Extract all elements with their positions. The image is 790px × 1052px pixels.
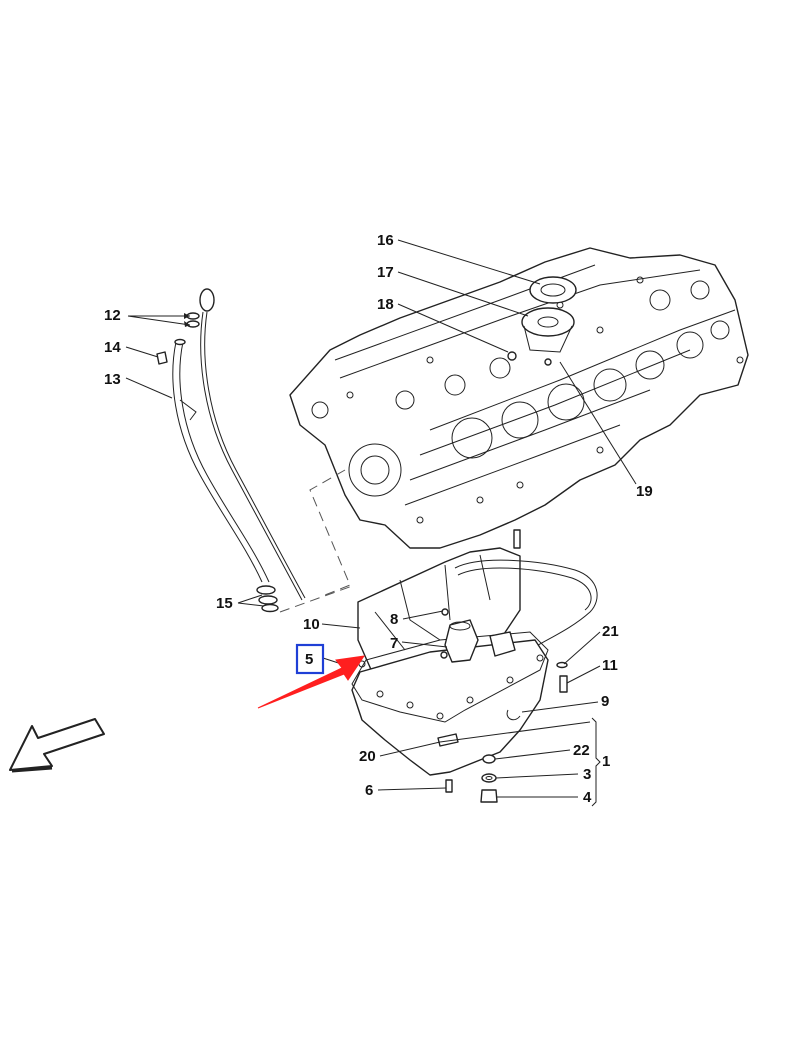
callout-8: 8 — [390, 611, 398, 628]
oil-pump-pickup — [444, 619, 479, 663]
drain-plug — [480, 789, 498, 803]
oil-filler-neck — [521, 307, 575, 337]
callout-13: 13 — [104, 371, 121, 388]
callout-17: 17 — [377, 264, 394, 281]
leader-lines — [125, 239, 637, 807]
callout-9: 9 — [601, 693, 609, 710]
front-direction-arrow-icon — [9, 718, 105, 771]
dipstick-handle — [199, 288, 215, 312]
red-pointer-arrow-icon — [257, 655, 366, 709]
tube-o-ring — [256, 585, 276, 595]
callout-15: 15 — [216, 595, 233, 612]
callout-18: 18 — [377, 296, 394, 313]
callout-4: 4 — [583, 789, 592, 806]
callout-10: 10 — [303, 616, 320, 633]
filler-o-ring — [507, 351, 517, 361]
callout-12: 12 — [104, 307, 121, 324]
drain-plug-insert — [482, 754, 496, 764]
callout-22: 22 — [573, 742, 590, 759]
callout-19: 19 — [636, 483, 653, 500]
callout-6: 6 — [365, 782, 373, 799]
highlight-box — [295, 643, 325, 675]
callout-7: 7 — [390, 635, 398, 652]
oil-filler-cap — [529, 276, 577, 304]
callout-16: 16 — [377, 232, 394, 249]
engine-block — [289, 247, 749, 549]
callout-11: 11 — [602, 657, 618, 674]
oil-pan-gasket — [351, 631, 549, 723]
callout-5: 5 — [305, 651, 313, 668]
callout-20: 20 — [359, 748, 376, 765]
callout-14: 14 — [104, 339, 121, 356]
drain-plug-washer — [481, 773, 497, 783]
oil-pan-assembly — [351, 529, 598, 803]
callout-3: 3 — [583, 766, 591, 783]
callout-1: 1 — [602, 753, 610, 770]
assembly-guide-lines — [279, 469, 356, 613]
callout-labels: 12 14 13 15 16 17 18 19 10 8 7 5 21 11 9… — [104, 232, 653, 806]
callout-21: 21 — [602, 623, 619, 640]
tube-bolt — [156, 351, 168, 365]
dipstick-assembly — [156, 288, 306, 613]
